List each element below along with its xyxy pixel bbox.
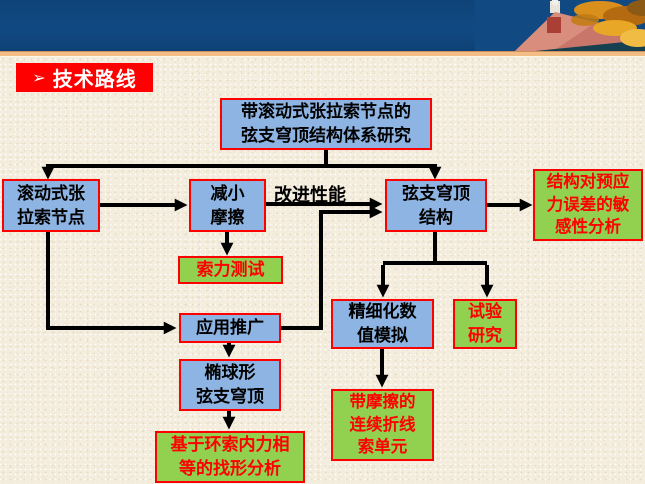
node-form-finding-analysis: 基于环索内力相 等的找形分析 bbox=[155, 431, 305, 483]
palace-roof-image bbox=[475, 0, 645, 51]
node-suspendome-structure: 弦支穹顶 结构 bbox=[385, 179, 487, 232]
node-rolling-tension-joint: 滚动式张 拉索节点 bbox=[2, 179, 100, 232]
node-cable-force-test: 索力测试 bbox=[178, 256, 283, 284]
node-ellipsoidal-suspendome: 椭球形 弦支穹顶 bbox=[179, 359, 281, 411]
edge-label-improve-performance: 改进性能 bbox=[274, 185, 346, 206]
section-title-text: 技术路线 bbox=[52, 67, 137, 91]
node-refined-simulation: 精细化数 值模拟 bbox=[331, 299, 434, 349]
header-divider-strip bbox=[0, 51, 645, 57]
node-friction-cable-element: 带摩擦的 连续折线 索单元 bbox=[331, 389, 434, 461]
node-reduce-friction: 减小 摩擦 bbox=[189, 179, 266, 232]
node-application-promotion: 应用推广 bbox=[179, 313, 281, 343]
node-research-title: 带滚动式张拉索节点的 弦支穹顶结构体系研究 bbox=[220, 98, 432, 150]
chevron-right-icon: ➢ bbox=[32, 68, 46, 87]
header-band bbox=[0, 0, 645, 51]
section-title-banner: ➢ 技术路线 bbox=[16, 63, 153, 92]
node-experimental-research: 试验 研究 bbox=[453, 299, 517, 349]
node-sensitivity-analysis: 结构对预应 力误差的敏 感性分析 bbox=[533, 169, 643, 241]
